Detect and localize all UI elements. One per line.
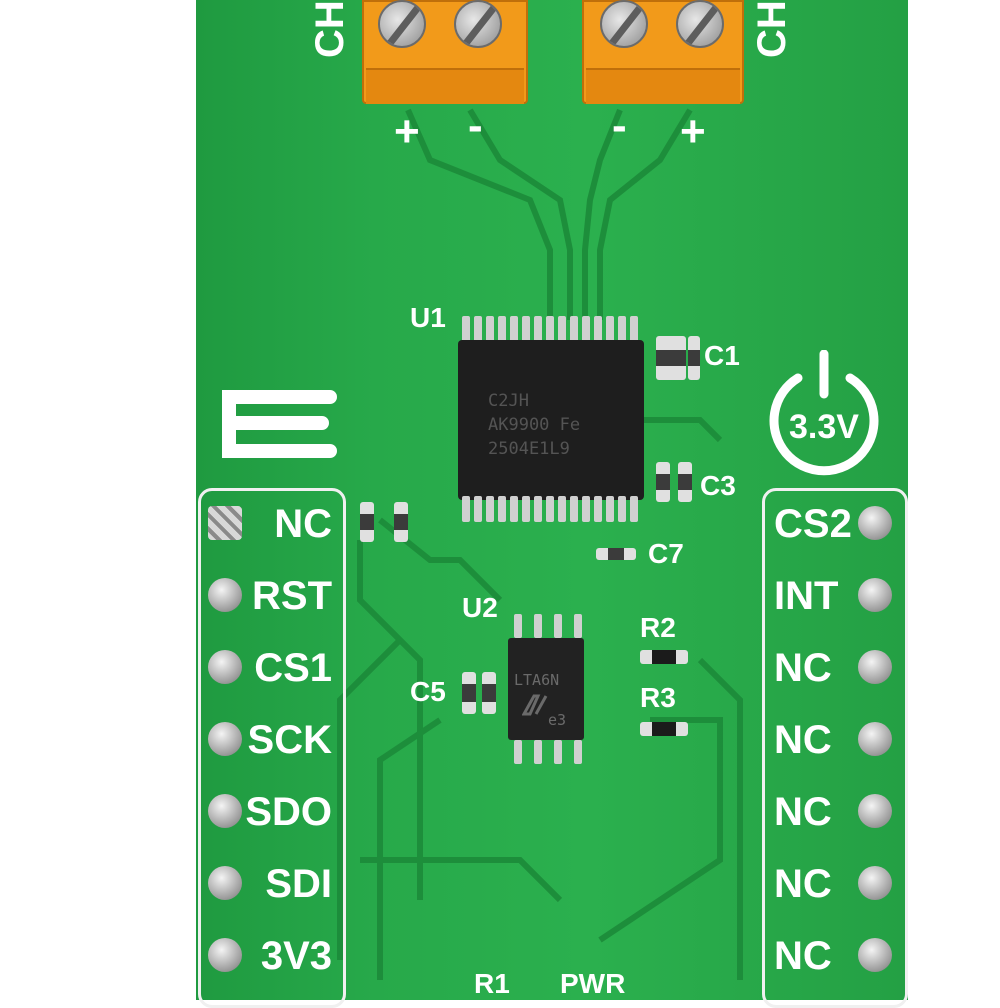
u2-top-pins xyxy=(514,614,594,638)
pin-label-3v3: 3V3 xyxy=(260,934,332,978)
terminal-block-base xyxy=(366,68,524,104)
ch-label-left: CH xyxy=(308,0,352,58)
terminal-plus-left: + xyxy=(394,107,420,156)
c5-label: C5 xyxy=(410,676,446,707)
pin-label-sdo: SDO xyxy=(245,790,332,834)
power-badge-text: 3.3V xyxy=(789,408,859,446)
u1-marking-line-2: AK9900 Fe xyxy=(488,415,581,435)
capacitor-c1 xyxy=(656,336,686,380)
u1-marking-line-1: C2JH xyxy=(488,391,529,411)
pin-label-int: INT xyxy=(774,574,839,618)
r2-label: R2 xyxy=(640,612,676,643)
c3-label: C3 xyxy=(700,470,736,501)
resistor-r3 xyxy=(640,722,688,736)
u2-chip: LTA6N e3 xyxy=(508,638,584,740)
pwr-label: PWR xyxy=(560,968,626,999)
screw-icon[interactable] xyxy=(454,0,502,48)
pin-pad[interactable] xyxy=(208,506,242,540)
capacitor-c5b xyxy=(482,672,496,714)
pin-label-nc: NC xyxy=(274,502,332,546)
screw-icon[interactable] xyxy=(676,0,724,48)
power-3v3-icon: 3.3V xyxy=(769,350,879,476)
u2-bottom-pins xyxy=(514,740,594,764)
capacitor-c1b xyxy=(688,336,700,380)
terminal-minus-right: - xyxy=(612,101,627,150)
resistor-r2 xyxy=(640,650,688,664)
pin-pad[interactable] xyxy=(208,794,242,828)
pin-label-rst: RST xyxy=(252,574,332,618)
pin-label-cs1: CS1 xyxy=(254,646,332,690)
terminal-minus-left: - xyxy=(468,101,483,150)
ch-label-right: CH xyxy=(750,0,794,58)
pin-label-nc: NC xyxy=(774,862,832,906)
u1-bottom-pins xyxy=(462,496,642,522)
capacitor-c3 xyxy=(656,462,670,502)
c7-label: C7 xyxy=(648,538,684,569)
pin-pad[interactable] xyxy=(858,794,892,828)
pin-pad[interactable] xyxy=(858,722,892,756)
pin-pad[interactable] xyxy=(858,650,892,684)
capacitor-c5 xyxy=(462,672,476,714)
u2-marking-line-1: LTA6N xyxy=(514,671,560,689)
component-left-2 xyxy=(394,502,408,542)
screw-icon[interactable] xyxy=(600,0,648,48)
pin-pad[interactable] xyxy=(858,578,892,612)
u2-marking-line-2: e3 xyxy=(548,711,567,729)
capacitor-c7 xyxy=(596,548,636,560)
pin-label-sdi: SDI xyxy=(265,862,332,906)
pin-pad[interactable] xyxy=(208,722,242,756)
u1-marking-line-3: 2504E1L9 xyxy=(488,439,570,459)
terminal-block-left xyxy=(362,0,528,104)
pin-label-cs2: CS2 xyxy=(774,502,852,546)
pin-label-sck: SCK xyxy=(247,718,332,762)
pin-pad[interactable] xyxy=(858,506,892,540)
u1-top-pins xyxy=(462,316,642,342)
pin-pad[interactable] xyxy=(858,938,892,972)
pin-label-nc: NC xyxy=(774,790,832,834)
pin-pad[interactable] xyxy=(858,866,892,900)
pin-pad[interactable] xyxy=(208,650,242,684)
terminal-block-base xyxy=(586,68,740,104)
u1-chip: C2JH AK9900 Fe 2504E1L9 xyxy=(458,340,644,500)
r1-label: R1 xyxy=(474,968,510,999)
mikroe-logo-icon xyxy=(222,390,337,458)
pin-pad[interactable] xyxy=(208,866,242,900)
r3-label: R3 xyxy=(640,682,676,713)
c1-label: C1 xyxy=(704,340,740,371)
lt-logo-icon xyxy=(522,694,548,716)
screw-icon[interactable] xyxy=(378,0,426,48)
pin-label-nc: NC xyxy=(774,934,832,978)
pin-label-nc: NC xyxy=(774,646,832,690)
pin-label-nc: NC xyxy=(774,718,832,762)
pin-pad[interactable] xyxy=(208,578,242,612)
u1-label: U1 xyxy=(410,302,446,333)
component-left-1 xyxy=(360,502,374,542)
terminal-plus-right: + xyxy=(680,107,706,156)
capacitor-c3b xyxy=(678,462,692,502)
pin-pad[interactable] xyxy=(208,938,242,972)
u2-label: U2 xyxy=(462,592,498,623)
terminal-block-right xyxy=(582,0,744,104)
